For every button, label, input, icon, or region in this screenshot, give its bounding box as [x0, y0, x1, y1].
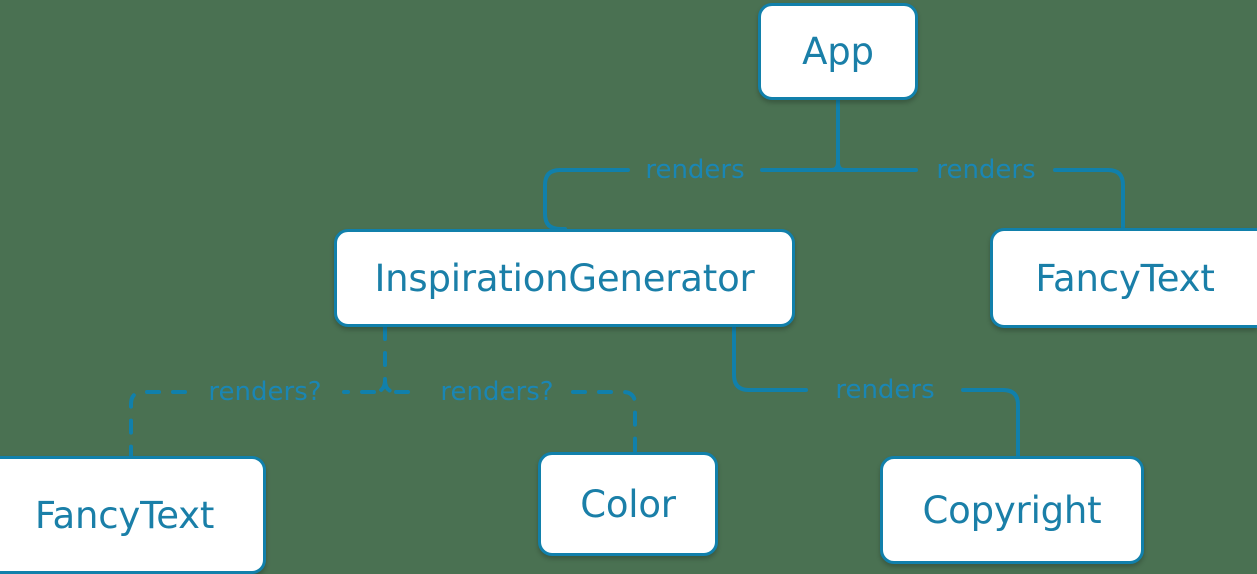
node-copyright[interactable]: Copyright [880, 456, 1144, 564]
edge-app-fancyright-right-seg [1053, 168, 1125, 230]
edge-label-app-fancytext-right: renders [936, 155, 1036, 185]
node-color[interactable]: Color [538, 452, 718, 556]
edge-inspgen-copyright-right-seg [961, 388, 1020, 458]
edge-inspgen-color-right-seg [571, 390, 637, 454]
node-fancytext-left-label: FancyText [34, 493, 215, 537]
connector-layer [129, 98, 1125, 458]
component-tree-diagram: App InspirationGenerator FancyText Fancy… [0, 3, 1257, 574]
node-color-label: Color [580, 482, 676, 526]
node-inspiration-generator[interactable]: InspirationGenerator [334, 229, 795, 327]
edge-inspgen-copyright-left-seg [732, 325, 808, 392]
edge-label-app-inspiration-generator: renders [645, 155, 745, 185]
edge-label-inspiration-generator-copyright: renders [835, 375, 935, 405]
edge-label-inspiration-generator-color: renders? [440, 377, 554, 407]
edge-inspgen-dashed-stem-right [383, 378, 398, 394]
node-inspiration-generator-label: InspirationGenerator [374, 256, 755, 300]
node-fancytext-right[interactable]: FancyText [990, 228, 1257, 328]
node-fancytext-left[interactable]: FancyText [0, 456, 266, 574]
edge-app-inspgen-left-seg [543, 168, 630, 231]
edge-label-inspiration-generator-fancytext-left: renders? [208, 377, 322, 407]
edge-inspgen-fancyleft-left-seg [129, 390, 187, 458]
edge-app-stem [836, 98, 847, 172]
node-fancytext-right-label: FancyText [1035, 256, 1215, 300]
node-copyright-label: Copyright [922, 488, 1102, 532]
node-app-label: App [802, 30, 874, 73]
node-app[interactable]: App [758, 3, 918, 100]
